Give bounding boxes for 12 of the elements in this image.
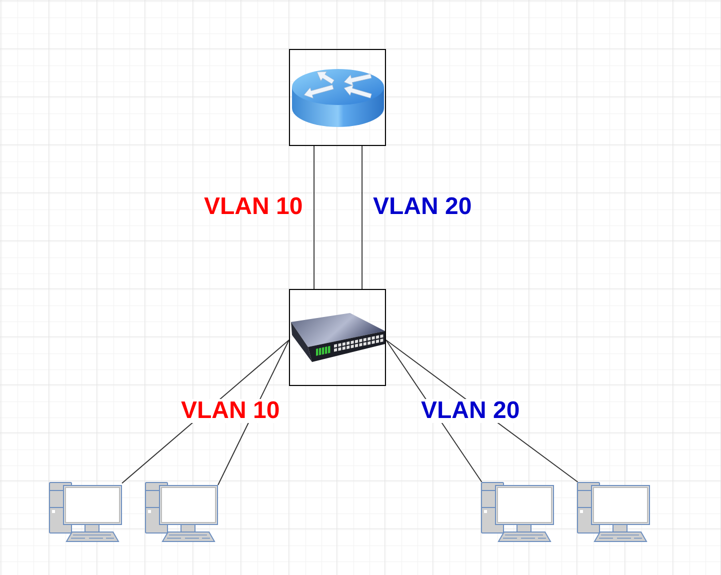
connector-line [314, 146, 315, 290]
computer-icon [481, 482, 554, 542]
computer-icon [145, 482, 218, 542]
vlan-label: VLAN 20 [373, 195, 472, 219]
vlan-label: VLAN 10 [204, 195, 303, 219]
connector-line [362, 146, 363, 290]
switch-box [289, 289, 386, 386]
vlan-label: VLAN 10 [181, 399, 280, 423]
vlan-label: VLAN 20 [421, 399, 520, 423]
computer-icon [577, 482, 650, 542]
router-box [289, 49, 386, 146]
computer-icon [49, 482, 122, 542]
